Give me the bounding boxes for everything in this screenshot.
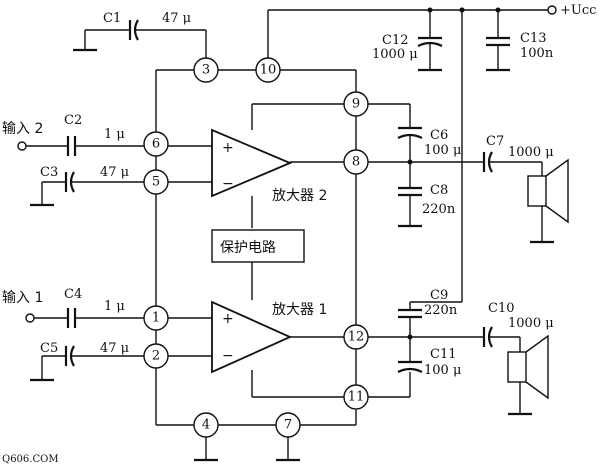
svg-text:1: 1 <box>152 311 160 326</box>
svg-text:C11: C11 <box>430 347 457 362</box>
wiring <box>155 7 484 462</box>
svg-text:C8: C8 <box>430 183 448 198</box>
svg-text:100 μ: 100 μ <box>424 363 461 378</box>
pin-5: 5 <box>143 169 169 195</box>
svg-text:C9: C9 <box>430 288 448 303</box>
capacitor-c13 <box>486 10 510 72</box>
pin-6: 6 <box>143 131 169 157</box>
protection-circuit <box>211 229 305 263</box>
pin-8: 8 <box>343 149 369 175</box>
input-1 <box>25 308 144 328</box>
amplifier-2 <box>211 128 293 198</box>
svg-text:+: + <box>222 140 234 156</box>
pin-1: 1 <box>143 305 169 331</box>
svg-text:47 μ: 47 μ <box>162 11 191 26</box>
svg-text:10: 10 <box>260 63 277 78</box>
speaker-2 <box>527 158 569 244</box>
svg-text:保护电路: 保护电路 <box>220 240 276 256</box>
pin-11: 11 <box>343 384 369 410</box>
supply-terminal <box>547 5 557 15</box>
svg-text:C1: C1 <box>103 11 121 26</box>
pin-12: 12 <box>343 324 369 350</box>
capacitor-c10 <box>482 326 520 348</box>
capacitor-c8 <box>398 162 422 228</box>
svg-text:C3: C3 <box>40 165 58 180</box>
watermark: Q606.COM <box>2 454 59 465</box>
pin-10: 10 <box>255 57 281 83</box>
svg-text:1000 μ: 1000 μ <box>372 47 418 62</box>
svg-text:1000 μ: 1000 μ <box>508 316 554 331</box>
svg-text:−: − <box>222 348 234 364</box>
capacitor-c5 <box>30 345 144 382</box>
svg-text:C4: C4 <box>64 287 82 302</box>
svg-text:−: − <box>222 176 234 192</box>
capacitor-c9 <box>398 308 422 337</box>
svg-text:100n: 100n <box>520 46 554 61</box>
svg-text:2: 2 <box>152 349 160 364</box>
svg-text:5: 5 <box>152 175 160 190</box>
svg-text:C12: C12 <box>382 33 409 48</box>
svg-text:C2: C2 <box>64 113 82 128</box>
input-2 <box>17 136 144 156</box>
svg-text:100 μ: 100 μ <box>424 143 461 158</box>
svg-text:1 μ: 1 μ <box>104 299 125 314</box>
svg-text:3: 3 <box>202 63 210 78</box>
svg-text:放大器 1: 放大器 1 <box>272 302 327 318</box>
amplifier-1 <box>211 300 293 374</box>
svg-text:C6: C6 <box>430 128 448 143</box>
svg-text:7: 7 <box>284 418 292 433</box>
svg-text:8: 8 <box>352 155 360 170</box>
svg-text:输入 1: 输入 1 <box>2 290 43 306</box>
svg-text:C5: C5 <box>40 341 58 356</box>
svg-text:47 μ: 47 μ <box>100 165 129 180</box>
svg-text:C7: C7 <box>486 134 504 149</box>
svg-text:220n: 220n <box>422 202 456 217</box>
capacitor-c11 <box>397 337 423 373</box>
svg-text:放大器 2: 放大器 2 <box>272 188 327 204</box>
svg-text:12: 12 <box>348 330 365 345</box>
svg-text:C13: C13 <box>520 31 547 46</box>
svg-text:11: 11 <box>348 390 365 405</box>
svg-text:+: + <box>222 311 234 327</box>
capacitor-c3 <box>30 171 144 207</box>
svg-text:220n: 220n <box>424 303 458 318</box>
svg-text:1000 μ: 1000 μ <box>508 145 554 160</box>
svg-text:输入 2: 输入 2 <box>2 121 43 137</box>
capacitor-c7 <box>482 151 542 173</box>
svg-text:4: 4 <box>202 418 210 433</box>
pin-9: 9 <box>343 91 369 117</box>
svg-text:6: 6 <box>152 137 160 152</box>
capacitor-c6 <box>397 126 423 162</box>
capacitor-c12 <box>417 10 443 72</box>
pin-7: 7 <box>275 412 301 438</box>
pin-4: 4 <box>193 412 219 438</box>
svg-text:1 μ: 1 μ <box>104 127 125 142</box>
svg-text:47 μ: 47 μ <box>100 341 129 356</box>
pin-3: 3 <box>193 57 219 83</box>
supply-label: +Ucc <box>560 3 596 18</box>
speaker-1 <box>507 334 549 416</box>
capacitor-c1 <box>73 19 207 58</box>
pin-2: 2 <box>143 343 169 369</box>
svg-text:9: 9 <box>352 97 360 112</box>
svg-text:C10: C10 <box>488 301 515 316</box>
